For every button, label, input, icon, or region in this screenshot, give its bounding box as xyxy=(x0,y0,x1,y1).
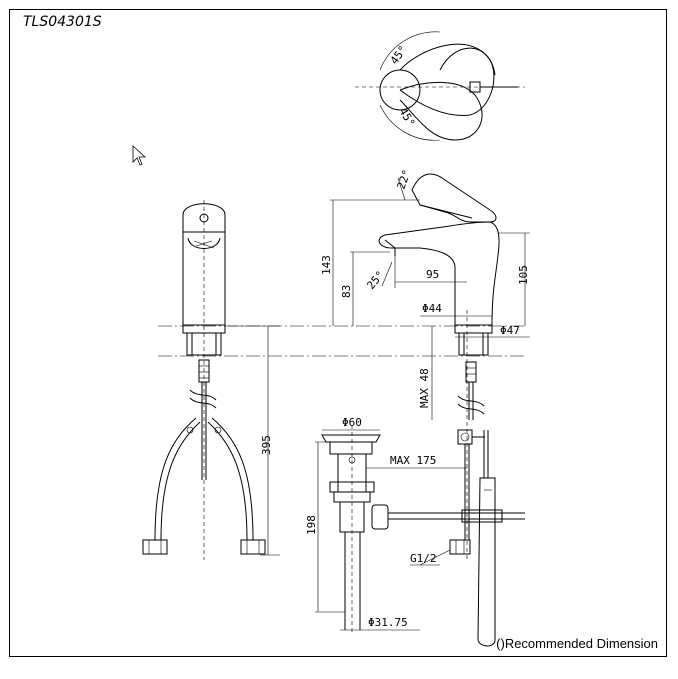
top-view: 45° 45° xyxy=(355,31,525,141)
side-pop-up-strap xyxy=(477,477,496,647)
dimension-105: 105 xyxy=(517,265,530,285)
front-view: 395 xyxy=(142,200,280,560)
top-view-handle-upper xyxy=(399,43,495,116)
dimension-83: 83 xyxy=(340,285,353,298)
front-hose-left-outer xyxy=(154,417,197,541)
dimension-395: 395 xyxy=(260,435,273,455)
side-nut xyxy=(449,539,471,555)
front-body xyxy=(182,203,226,326)
recommended-dimension-note: ()Recommended Dimension xyxy=(496,636,658,651)
drawing-frame xyxy=(9,9,667,657)
front-nut-left xyxy=(142,539,168,555)
angle-label-45-lower: 45° xyxy=(396,105,417,129)
dimension-95: 95 xyxy=(426,268,439,281)
dimension-max-48: MAX 48 xyxy=(418,368,431,408)
waste-pivot-nut xyxy=(371,504,389,530)
model-code: TLS04301S xyxy=(23,14,102,30)
top-view-handle-lower xyxy=(399,81,483,141)
angle-arc-lower xyxy=(379,104,441,141)
angle-arc-upper xyxy=(379,31,441,71)
waste-body xyxy=(337,453,367,493)
dimension-max-175: MAX 175 xyxy=(390,454,436,467)
thread-g1-2: G1/2 xyxy=(410,552,437,565)
front-hose-right-outer xyxy=(211,417,254,541)
front-hose-right-inner xyxy=(207,421,248,541)
side-shank xyxy=(458,332,489,356)
side-body-spout xyxy=(378,221,500,326)
side-handle xyxy=(411,173,497,223)
side-view: 143 83 95 25° 22° 105 Φ44 Φ47 MAX 48 xyxy=(320,168,530,647)
angle-label-22: 22° xyxy=(395,168,414,191)
angle-label-25: 25° xyxy=(364,268,387,292)
pop-up-waste: Φ60 MAX 175 198 Φ31.75 G1/2 xyxy=(305,416,525,635)
dimension-dia-47: Φ47 xyxy=(500,324,520,337)
side-nipple xyxy=(465,361,477,383)
dimension-dia-60: Φ60 xyxy=(342,416,362,429)
dimension-dia-44: Φ44 xyxy=(422,302,442,315)
front-hose-left-inner xyxy=(160,421,201,541)
pivot-rod-clip xyxy=(461,509,503,523)
front-nut-right xyxy=(240,539,266,555)
front-aerator xyxy=(187,237,221,249)
waste-flange xyxy=(321,434,381,443)
dimension-198: 198 xyxy=(305,515,318,535)
mouse-pointer-arrow-icon xyxy=(132,145,147,166)
dimension-dia-31-75: Φ31.75 xyxy=(368,616,408,629)
side-clamp xyxy=(457,429,473,445)
top-view-handle-back xyxy=(439,47,496,76)
dimension-143: 143 xyxy=(320,255,333,275)
